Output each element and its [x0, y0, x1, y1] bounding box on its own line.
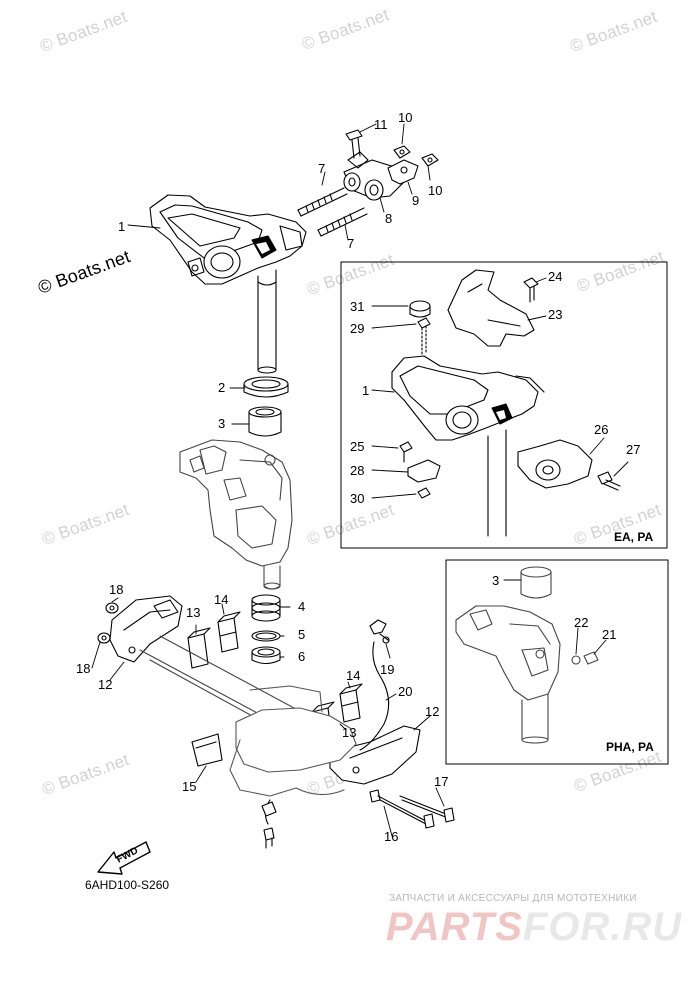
- steering-bracket-main: [149, 194, 307, 374]
- callout-24: 24: [548, 269, 563, 284]
- fwd-arrow-icon: [97, 841, 151, 875]
- callout-21: 21: [602, 627, 617, 642]
- callout-22: 22: [574, 615, 589, 630]
- bolt-7-upper: [297, 187, 348, 217]
- brand-part-1: PARTS: [386, 905, 523, 949]
- inset-frame-ea-pa: [340, 261, 668, 549]
- footer-brand-logo: PARTSFOR.RU: [386, 905, 682, 950]
- bushing-3: [248, 406, 282, 437]
- inset-label-ea-pa: EA, PA: [614, 530, 654, 544]
- spring-4: [251, 594, 281, 622]
- callout-12: 12: [98, 677, 113, 692]
- mount-rubber-14-right: [339, 683, 363, 723]
- callout-8: 8: [385, 211, 393, 226]
- callout-12: 12: [425, 704, 440, 719]
- callout-3: 3: [218, 416, 226, 431]
- callout-13: 13: [342, 725, 357, 740]
- callout-27: 27: [626, 442, 641, 457]
- mount-rubber-13-left: [187, 627, 211, 669]
- callout-5: 5: [298, 627, 306, 642]
- lower-mount-12-left: [109, 595, 183, 663]
- small-bolts-bottom: [261, 801, 277, 849]
- callout-26: 26: [594, 422, 609, 437]
- leader-lines: [91, 123, 445, 837]
- washer-18-lower: [97, 632, 111, 644]
- inset-ea-pa-drawing: [391, 269, 621, 537]
- bolt-16: [369, 789, 435, 829]
- bolt-7-lower: [317, 207, 368, 237]
- callout-4: 4: [298, 599, 306, 614]
- callout-1: 1: [362, 383, 370, 398]
- callout-18: 18: [76, 661, 91, 676]
- swivel-bracket: [179, 439, 293, 590]
- lower-mount-12-right: [329, 725, 421, 785]
- callout-29: 29: [350, 321, 365, 336]
- lower-casing: [229, 685, 357, 797]
- nut-10-lower: [421, 153, 439, 167]
- o-ring-5: [251, 630, 281, 642]
- callout-17: 17: [434, 774, 449, 789]
- callout-13: 13: [186, 605, 201, 620]
- callout-10: 10: [428, 183, 443, 198]
- callout-16: 16: [384, 829, 399, 844]
- plate-15: [191, 733, 223, 767]
- callout-7: 7: [318, 161, 326, 176]
- inset-label-pha-pa: PHA, PA: [606, 740, 654, 754]
- callout-2: 2: [218, 380, 226, 395]
- callout-3: 3: [492, 573, 500, 588]
- inset-frame-pha-pa: [445, 559, 669, 765]
- inset-pha-pa-leaders: [503, 579, 607, 655]
- diagram-code: 6AHD100-S260: [85, 878, 170, 892]
- brand-part-2: FOR.RU: [522, 905, 683, 949]
- bolt-19: [369, 619, 390, 644]
- callout-23: 23: [548, 307, 563, 322]
- nut-10-upper: [393, 145, 411, 159]
- callout-18: 18: [109, 582, 124, 597]
- mount-rubber-14-left: [217, 611, 241, 653]
- inset-pha-pa-drawing: [455, 566, 599, 744]
- callout-1: 1: [118, 219, 126, 234]
- footer-subtitle: ЗАПЧАСТИ И АКСЕССУАРЫ ДЛЯ МОТОТЕХНИКИ: [389, 893, 637, 904]
- callout-6: 6: [298, 649, 306, 664]
- callout-30: 30: [350, 491, 365, 506]
- callout-10: 10: [398, 110, 413, 125]
- bolt-11: [345, 129, 363, 159]
- bushing-6: [251, 646, 281, 665]
- callout-20: 20: [398, 684, 413, 699]
- callout-31: 31: [350, 299, 365, 314]
- callout-7: 7: [347, 236, 355, 251]
- callout-15: 15: [182, 779, 197, 794]
- bushing-2: [243, 376, 289, 398]
- callout-19: 19: [380, 662, 395, 677]
- bolt-17: [399, 795, 455, 823]
- inset-ea-pa-leaders: [371, 277, 629, 499]
- callout-28: 28: [350, 463, 365, 478]
- clip-9: [387, 159, 419, 185]
- callout-14: 14: [214, 592, 229, 607]
- callout-9: 9: [412, 193, 420, 208]
- callout-25: 25: [350, 439, 365, 454]
- callout-14: 14: [346, 668, 361, 683]
- callout-11: 11: [374, 117, 388, 132]
- washer-18-upper: [105, 602, 119, 614]
